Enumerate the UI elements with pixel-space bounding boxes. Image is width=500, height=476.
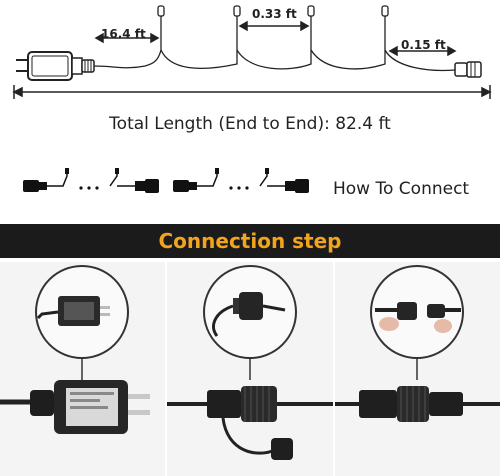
lead-length-label: 16.4 ft <box>101 27 146 41</box>
banner-title: Connection step <box>158 229 342 253</box>
step-photo-adapter <box>0 262 165 476</box>
adapter-plug-icon <box>0 265 150 434</box>
bulb-icon <box>233 5 241 17</box>
bulb-spacing-label: 0.33 ft <box>252 7 297 21</box>
step-photo-joining <box>335 262 500 476</box>
connector-closeup-icon <box>167 265 333 460</box>
end-length-label: 0.15 ft <box>401 38 446 52</box>
end-connector-icon <box>454 61 482 78</box>
light-string-diagram <box>12 5 492 99</box>
step-photo-connector <box>167 262 333 476</box>
bulb-icon <box>381 5 389 17</box>
connector-joining-icon <box>335 265 500 422</box>
divider <box>333 262 335 476</box>
how-to-connect-text: How To Connect <box>333 179 470 199</box>
string-segment-icon <box>23 168 159 193</box>
total-length-text: Total Length (End to End): 82.4 ft <box>109 114 391 134</box>
connection-diagram <box>23 168 309 193</box>
bulb-icon <box>157 5 165 17</box>
divider <box>165 262 167 476</box>
bulb-icon <box>307 5 315 17</box>
power-adapter-icon <box>16 51 95 81</box>
section-banner: Connection step <box>0 224 500 258</box>
string-segment-icon <box>173 168 309 193</box>
